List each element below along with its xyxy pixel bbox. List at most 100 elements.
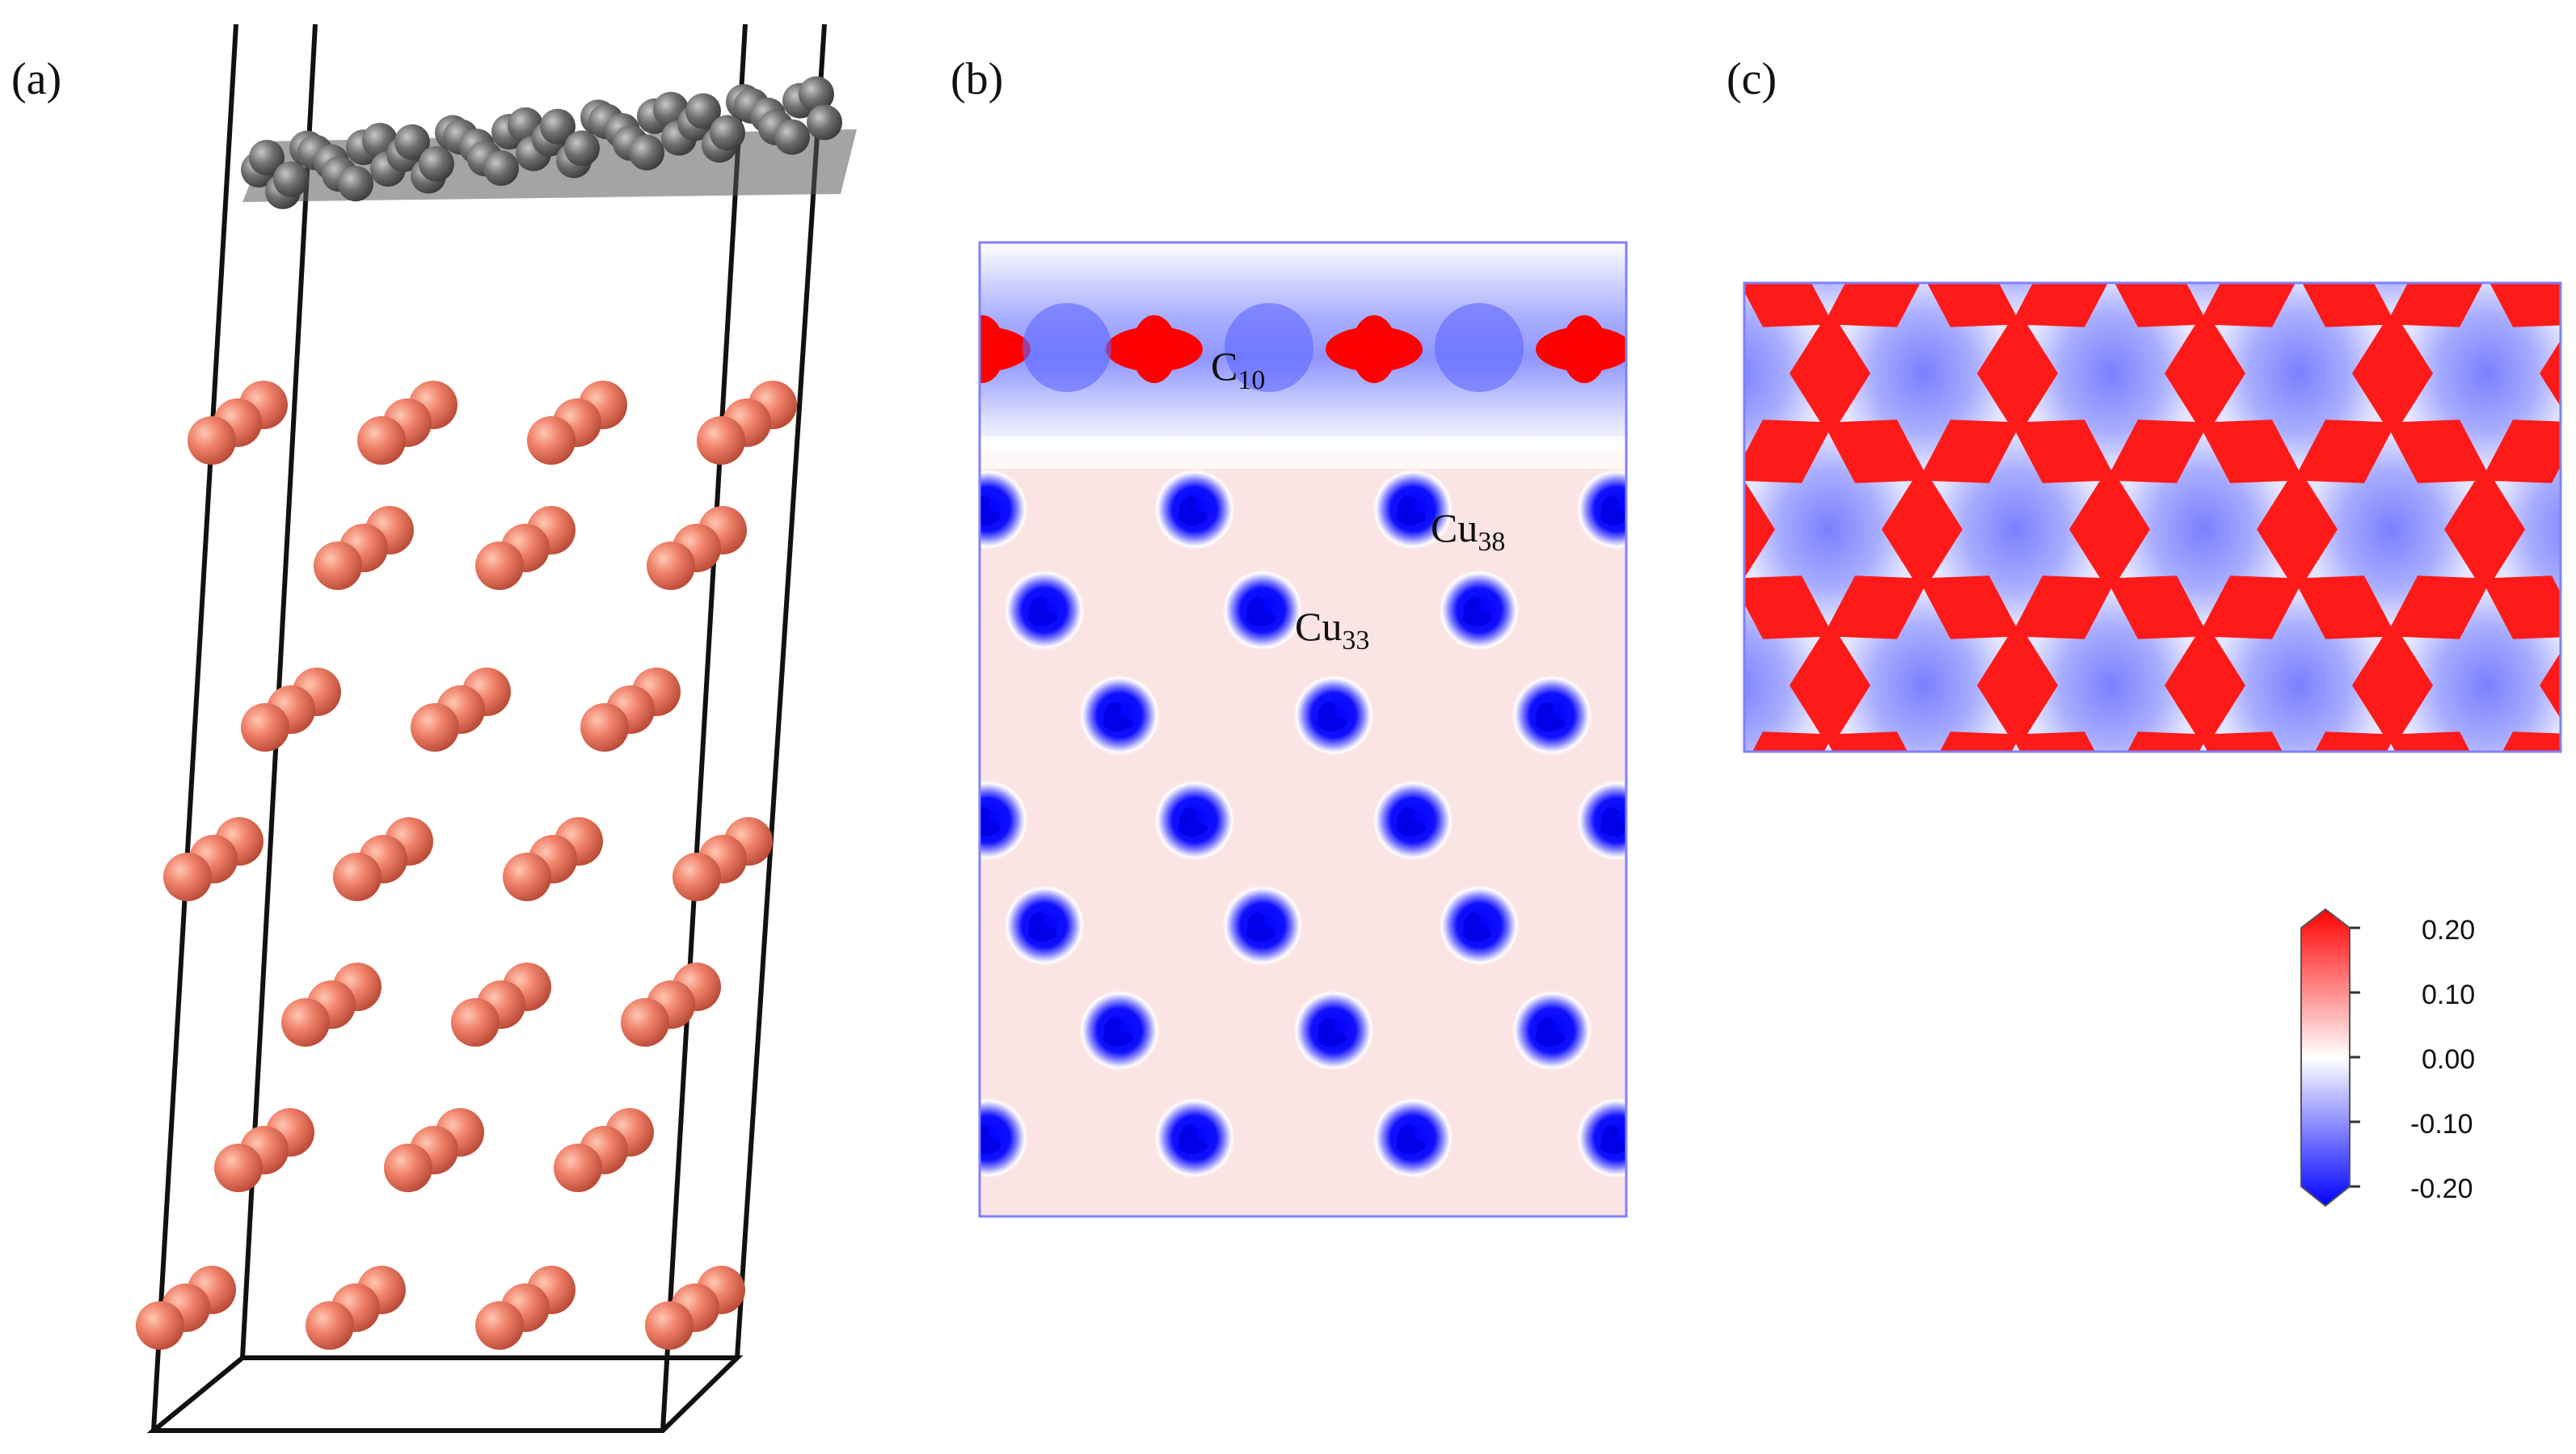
blue-gap <box>1022 303 1111 392</box>
hex-center-star <box>2402 283 2561 470</box>
cu-charge-core <box>1463 912 1492 942</box>
cu-atom <box>384 1144 432 1192</box>
cu-charge-core <box>980 807 1001 837</box>
hex-center-star <box>2186 283 2221 315</box>
cu-atom <box>647 542 695 590</box>
cu-atom <box>580 703 629 752</box>
colorbar-tick-2: 0.00 <box>2422 1044 2476 1075</box>
cu-charge-core <box>1028 912 1057 942</box>
cu-atom <box>554 1144 602 1192</box>
c-atom <box>799 76 834 112</box>
cu-charge-core <box>1178 1124 1208 1154</box>
hex-center-star <box>2215 283 2383 470</box>
hex-center-star <box>2494 466 2561 593</box>
cu-atom <box>306 1301 354 1350</box>
c-atom <box>394 124 430 160</box>
c-atom <box>419 145 454 182</box>
cu-atom <box>451 998 500 1047</box>
hex-center-star <box>2027 283 2195 470</box>
cu-atom <box>697 416 745 465</box>
c-atom <box>774 119 810 155</box>
hex-center-star <box>2027 588 2195 752</box>
cu-atom <box>333 853 382 901</box>
hex-center-star <box>1998 283 2034 315</box>
colorbar-tick-1: 0.10 <box>2422 980 2476 1010</box>
hex-center-star <box>2386 744 2396 752</box>
cu-charge-dot <box>980 1098 1028 1178</box>
cu-atom <box>357 416 406 465</box>
panel-b-label: (b) <box>951 54 1004 104</box>
cu-charge-dot <box>980 469 1028 550</box>
atom-label-cu38: Cu38 <box>1431 505 1506 557</box>
cu-atom <box>281 998 330 1047</box>
c-atom <box>249 140 285 175</box>
cu-charge-core <box>1103 702 1132 731</box>
hex-center-star <box>2011 744 2021 752</box>
cu-charge-core <box>1397 1124 1426 1154</box>
hex-center-star <box>2402 588 2561 752</box>
cu-atom <box>527 416 575 465</box>
cu-charge-core <box>1246 596 1275 626</box>
copper-charge-depletion <box>980 469 1626 1178</box>
cu-atom <box>672 853 721 901</box>
atom-label-cu33: Cu33 <box>1295 604 1370 655</box>
hex-center-star <box>1744 604 1820 752</box>
cu-charge-core <box>1318 702 1347 731</box>
hex-center-star <box>1840 283 2008 470</box>
c-charge-blob <box>980 315 1005 383</box>
cu-charge-core <box>1178 495 1208 525</box>
hex-center-star <box>1811 283 1846 315</box>
cu-charge-core <box>1103 1017 1132 1047</box>
cu-atom <box>475 542 524 590</box>
hex-center-star <box>2373 283 2409 315</box>
hex-center-star <box>2215 588 2383 752</box>
colorbar-tick-4: -0.20 <box>2410 1174 2473 1204</box>
cu-charge-core <box>1600 496 1626 525</box>
c-atom <box>807 104 842 141</box>
cu-charge-core <box>1397 495 1426 525</box>
cu-charge-dot <box>1576 1098 1626 1178</box>
hex-center-star <box>1744 292 1820 455</box>
c-atom <box>710 115 745 151</box>
hex-center-star <box>1932 432 2100 626</box>
hex-center-star <box>1840 588 2008 752</box>
cu-charge-core <box>1536 702 1565 731</box>
cu-charge-core <box>980 1125 1001 1154</box>
cu-atom <box>136 1301 184 1350</box>
carbon-charge-accumulation <box>980 303 1626 392</box>
blue-gap <box>1225 303 1313 392</box>
c-atom <box>629 134 664 171</box>
hexagon-centers <box>1744 283 2561 752</box>
c-atom <box>338 166 373 202</box>
cu-atom <box>503 853 551 901</box>
cu-charge-core <box>1028 596 1057 626</box>
c-atom <box>540 108 575 145</box>
cu-atom <box>188 416 236 465</box>
atom-label-c10: C10 <box>1211 343 1266 395</box>
hex-center-star <box>2199 744 2208 752</box>
cu-atom <box>621 998 669 1047</box>
panel-a-structure <box>136 23 857 1433</box>
cu-atom <box>645 1301 694 1350</box>
hex-center-star <box>2307 432 2475 626</box>
cu-charge-core <box>980 496 1001 525</box>
cu-charge-core <box>1318 1017 1347 1047</box>
c-charge-blob <box>1351 315 1397 383</box>
cu-charge-core <box>1536 1017 1565 1047</box>
panel-a-label: (a) <box>11 54 62 104</box>
hex-center-star <box>2119 432 2287 626</box>
unit-cell-frame <box>146 23 827 1433</box>
cu-charge-dot <box>1576 469 1626 550</box>
cu-charge-dot <box>980 780 1028 861</box>
c-atom <box>564 130 600 166</box>
cu-atom <box>314 542 362 590</box>
cu-atom <box>475 1301 524 1350</box>
cu-atom <box>241 703 289 752</box>
c-atom <box>273 161 309 197</box>
colorbar-tick-3: -0.10 <box>2410 1109 2473 1140</box>
cu-atom <box>214 1144 263 1192</box>
panel-c-frame <box>1743 281 2562 753</box>
cu-atom <box>411 703 459 752</box>
